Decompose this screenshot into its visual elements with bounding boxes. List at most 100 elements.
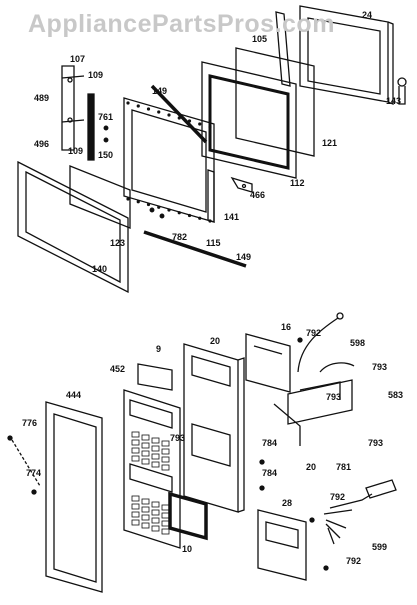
- callout-top-112: 112: [290, 178, 305, 188]
- keypad-key: [151, 445, 160, 452]
- panel-dot: [136, 104, 140, 108]
- keypad-key: [151, 437, 160, 444]
- callout-bottom-776: 776: [22, 418, 37, 428]
- callout-top-149: 149: [152, 86, 167, 96]
- part-board-16: [245, 333, 291, 393]
- part-strip-150: [87, 93, 95, 161]
- callout-bottom-9: 9: [156, 344, 161, 354]
- part-inner-panel-115: [123, 97, 215, 223]
- part-frame-444: [45, 401, 103, 593]
- callout-bottom-792: 792: [330, 492, 345, 502]
- watermark: AppliancePartsPros.com: [28, 10, 335, 38]
- callout-bottom-784: 784: [262, 438, 277, 448]
- keypad-key: [151, 461, 160, 468]
- keypad-key: [131, 455, 140, 462]
- callout-top-761: 761: [98, 112, 113, 122]
- part-strip-105: [275, 11, 291, 87]
- part-wire-598: [297, 312, 344, 373]
- panel-dot: [146, 202, 151, 207]
- part-gasket-149-bottom: [143, 230, 247, 268]
- part-board-28: [257, 509, 307, 581]
- callout-top-109: 109: [68, 146, 83, 156]
- callout-bottom-781: 781: [336, 462, 351, 472]
- part-window-112: [201, 61, 297, 179]
- callout-bottom-583: 583: [388, 390, 403, 400]
- panel-dot: [146, 107, 151, 111]
- callout-top-107: 107: [70, 54, 85, 64]
- keypad-key: [141, 522, 150, 529]
- keypad-key: [141, 514, 150, 521]
- callout-top-24: 24: [362, 10, 372, 20]
- callout-bottom-20: 20: [306, 462, 316, 472]
- part-bracket-466: [230, 176, 253, 193]
- callout-top-782: 782: [172, 232, 187, 242]
- panel-dot: [136, 200, 140, 204]
- callout-top-496: 496: [34, 139, 49, 149]
- panel-dot: [157, 110, 161, 114]
- part-143: [397, 77, 407, 105]
- keypad-key: [151, 517, 160, 524]
- callout-top-141: 141: [224, 212, 239, 222]
- part-glass-123: [69, 165, 131, 229]
- callout-bottom-774: 774: [26, 468, 41, 478]
- panel-dot: [167, 208, 171, 212]
- callout-bottom-784: 784: [262, 468, 277, 478]
- panel-dot: [177, 211, 181, 215]
- keypad-key: [131, 447, 140, 454]
- keypad-key: [161, 512, 170, 519]
- part-screws-776: [7, 435, 41, 487]
- keypad-key: [141, 506, 150, 513]
- keypad-key: [151, 453, 160, 460]
- keypad-key: [131, 495, 140, 502]
- part-bracket-20-right: [273, 403, 301, 446]
- callout-top-115: 115: [206, 238, 221, 248]
- callout-bottom-793: 793: [368, 438, 383, 448]
- callout-bottom-599: 599: [372, 542, 387, 552]
- callout-bottom-28: 28: [282, 498, 292, 508]
- callout-bottom-444: 444: [66, 390, 81, 400]
- keypad-key: [161, 520, 170, 527]
- callout-top-489: 489: [34, 93, 49, 103]
- callout-bottom-792: 792: [306, 328, 321, 338]
- callout-bottom-792: 792: [346, 556, 361, 566]
- keypad-key: [161, 456, 170, 463]
- part-glass-121: [235, 47, 315, 157]
- callout-top-121: 121: [322, 138, 337, 148]
- part-strip-141: [207, 169, 215, 223]
- callout-top-149: 149: [236, 252, 251, 262]
- keypad-key: [141, 442, 150, 449]
- callout-top-466: 466: [250, 190, 265, 200]
- panel-dot: [198, 122, 202, 126]
- callout-bottom-793: 793: [326, 392, 341, 402]
- callout-top-140: 140: [92, 264, 107, 274]
- part-screws-792: [297, 337, 329, 571]
- keypad-key: [131, 511, 140, 518]
- panel-dot: [198, 216, 202, 220]
- part-frame-20: [183, 343, 245, 513]
- part-door-frame-24: [299, 5, 394, 105]
- keypad-key: [161, 528, 170, 535]
- part-assembly-583: [287, 362, 355, 425]
- panel-dot: [157, 205, 161, 209]
- keypad-key: [161, 448, 170, 455]
- keypad-key: [161, 504, 170, 511]
- keypad-key: [151, 525, 160, 532]
- part-screws-782: [149, 207, 165, 219]
- panel-dot: [187, 119, 192, 123]
- keypad-key: [131, 431, 140, 438]
- callout-bottom-20: 20: [210, 336, 220, 346]
- part-window-10: [168, 491, 208, 541]
- keypad-key: [141, 434, 150, 441]
- keypad-key: [131, 519, 140, 526]
- callout-bottom-10: 10: [182, 544, 192, 554]
- keypad-key: [131, 439, 140, 446]
- part-harness-599: [323, 479, 397, 545]
- part-hinge-assembly-489: [61, 65, 85, 151]
- part-outer-door-140: [17, 160, 129, 294]
- part-screws-784: [259, 459, 265, 491]
- part-keypad-452: [123, 389, 181, 549]
- keypad-key: [161, 440, 170, 447]
- keypad-key: [161, 464, 170, 471]
